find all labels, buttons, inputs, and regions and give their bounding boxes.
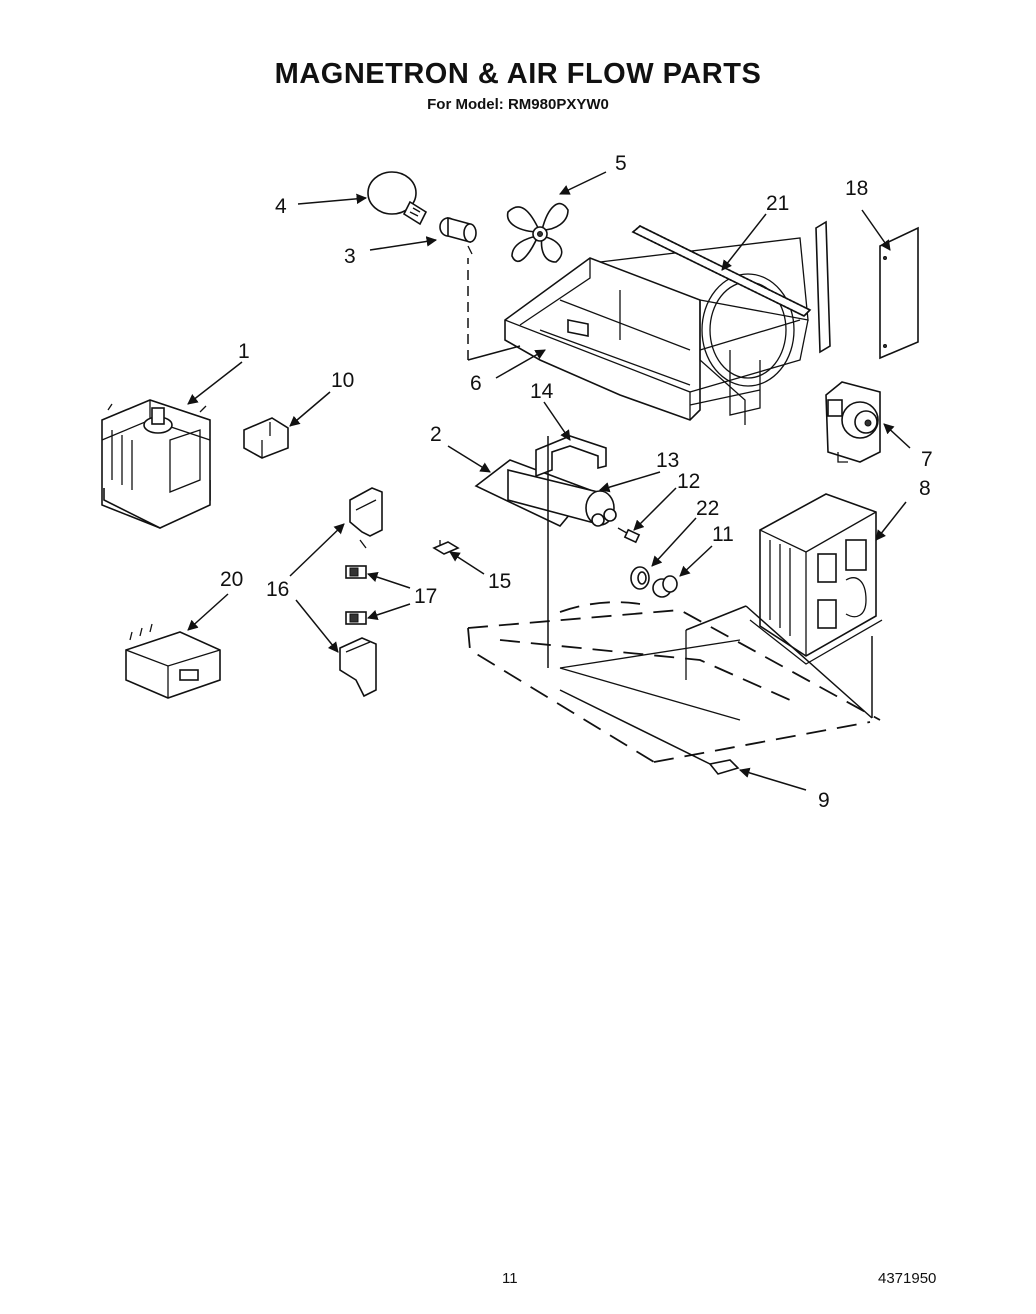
fan-blade-part [506,203,569,263]
callout-22: 22 [696,497,719,520]
callout-labels: 1 2 3 4 5 6 7 8 9 10 11 12 13 14 15 16 1… [220,152,933,812]
callout-3: 3 [344,245,356,268]
bracket-part [535,435,607,478]
lamp-socket-part [439,216,477,255]
callout-6: 6 [470,372,482,395]
thermal-cutout-part [652,575,678,598]
hv-diode-part [617,527,641,544]
callout-9: 9 [818,789,830,812]
callout-13: 13 [656,449,679,472]
fan-motor-part [825,381,881,463]
callout-16: 16 [266,578,289,601]
leader-arrows [187,171,911,791]
gasket-strip-part [631,220,831,354]
callout-2: 2 [430,423,442,446]
magnetron-part [101,399,211,529]
document-number: 4371950 [878,1270,937,1287]
callout-5: 5 [615,152,627,175]
callout-11: 11 [712,523,734,546]
cover-plate-part [879,226,919,360]
hv-transformer-part [749,493,883,665]
callout-18: 18 [845,177,868,200]
page-title: MAGNETRON & AIR FLOW PARTS [274,58,762,90]
callout-12: 12 [677,470,700,493]
switch-bracket-lower-part [339,637,377,698]
callout-1: 1 [238,340,250,363]
callout-10: 10 [331,369,354,392]
lamp-bulb-part [367,171,428,226]
model-subtitle: For Model: RM980PXYW0 [427,96,609,113]
base-plate-outline [467,601,881,763]
callout-8: 8 [919,477,931,500]
switch-bracket-upper-part [349,487,383,549]
hv-capacitor-part [507,468,617,527]
clip-part [432,540,460,555]
callout-14: 14 [530,380,554,403]
callout-21: 21 [766,192,789,215]
interlock-switch-lower-part [345,611,367,625]
guide-lines [467,258,873,765]
connector-part [708,759,740,775]
page-number: 11 [502,1270,518,1287]
thermal-protector-part [630,566,650,590]
callout-7: 7 [921,448,933,471]
callout-4: 4 [275,195,287,218]
callout-15: 15 [488,570,511,593]
callout-20: 20 [220,568,243,591]
callout-17: 17 [414,585,437,608]
fuse-holder-part [243,417,289,459]
air-guide-frame-part [504,237,809,425]
interlock-switch-upper-part [345,565,367,579]
control-board-part [125,623,221,699]
